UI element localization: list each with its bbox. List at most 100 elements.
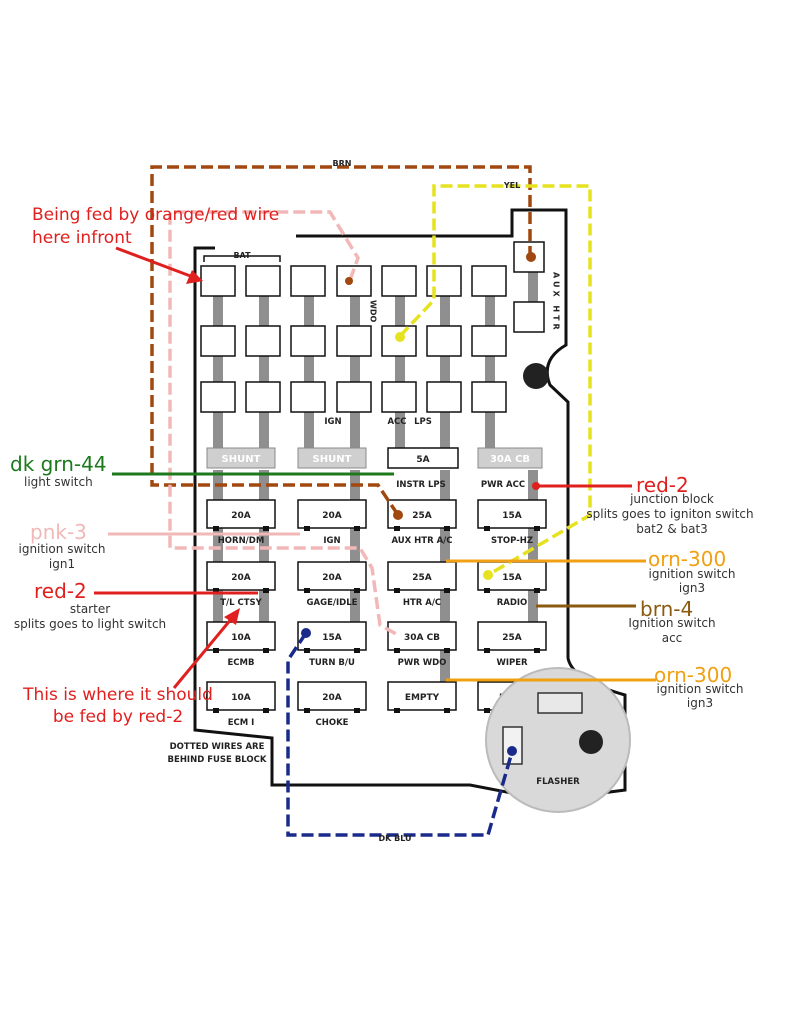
- flasher-knob: [579, 730, 603, 754]
- annotation-orn300-b-sub1: ignition switch: [656, 682, 744, 696]
- cb-30a-top: 30A CB: [490, 454, 530, 465]
- fuse-value: 15A: [322, 633, 342, 643]
- annotation-orn300-a-sub2: ign3: [678, 581, 706, 595]
- annotation-pnk-sub1: ignition switch: [18, 542, 106, 556]
- bat-label: BAT: [233, 251, 251, 260]
- fuse-value: 20A: [231, 511, 251, 521]
- flasher-slot: [537, 692, 583, 714]
- ign-top-label: IGN: [324, 417, 341, 427]
- wire-yel-dot-top: [395, 332, 405, 342]
- fuse-ecm-i: 10A ECM I: [206, 681, 276, 728]
- fuse-value: 25A: [412, 511, 432, 521]
- fuse-label: ECMB: [228, 658, 255, 668]
- wire-brn-label: BRN: [333, 159, 352, 168]
- wire-pnk-dot-top: [345, 277, 353, 285]
- fuse-value: 10A: [231, 633, 251, 643]
- shunt-row: [206, 447, 543, 469]
- annotation-orn300-a-sub1: ignition switch: [648, 567, 736, 581]
- fuse-value: 25A: [502, 633, 522, 643]
- fuse-value: 10A: [231, 693, 251, 703]
- dotted-note-2: BEHIND FUSE BLOCK: [168, 755, 267, 765]
- arrow-fed-orange: [115, 246, 194, 279]
- annotation-red2-left: red-2: [34, 579, 87, 603]
- fuse-label: STOP-HZ: [491, 536, 533, 546]
- wire-yel: [398, 184, 592, 577]
- fuse-label: GAGE/IDLE: [307, 598, 358, 608]
- annotation-brn4-sub1: Ignition switch: [628, 616, 716, 630]
- fuse-value: 20A: [322, 573, 342, 583]
- fuse-value: 25A: [412, 573, 432, 583]
- fuse-label: AUX HTR A/C: [391, 536, 452, 546]
- fuse-empty: EMPTY: [387, 681, 457, 713]
- flasher-terminal: [502, 726, 523, 765]
- annotation-orn300-a: orn-300: [648, 547, 727, 571]
- fuse-pwr-wdo: 30A CB PWR WDO: [387, 621, 457, 668]
- fuse-label: HORN/DM: [218, 536, 265, 546]
- fuse-label: T/L CTSY: [220, 598, 262, 608]
- wire-brn-dot-bottom: [393, 510, 403, 520]
- lps-label: LPS: [414, 417, 432, 427]
- fuse-label: TURN B/U: [309, 658, 355, 668]
- annotation-orn300-b-sub2: ign3: [686, 696, 714, 710]
- acc-label: ACC: [387, 417, 406, 427]
- wdo-label: WDO: [369, 300, 378, 322]
- fuse-ecmb: 10A ECMB: [206, 621, 276, 668]
- annotation-brn4-sub2: acc: [661, 631, 683, 645]
- fuse-5a: 5A: [416, 455, 429, 465]
- fuse-value: 20A: [231, 573, 251, 583]
- pwr-acc-label: PWR ACC: [481, 480, 525, 490]
- fuse-label: IGN: [323, 536, 340, 546]
- wire-yel-label: YEL: [503, 181, 520, 190]
- fuse-value: 20A: [322, 511, 342, 521]
- top-terminal-grid: [200, 241, 545, 413]
- shunt-1: SHUNT: [222, 454, 261, 465]
- wire-dkblu-dot-bottom: [507, 746, 517, 756]
- annotation-brn4: brn-4: [640, 597, 694, 621]
- fuse-label: RADIO: [497, 598, 528, 608]
- wire-dkblu: [286, 632, 514, 837]
- fuse-gage-idle: 20A GAGE/IDLE: [297, 561, 367, 608]
- fuse-horn-dm: 20A HORN/DM: [206, 499, 276, 546]
- annotation-red2-right-sub3: bat2 & bat3: [636, 522, 708, 536]
- wire-brn: [150, 165, 532, 516]
- fuse-ign: 20A IGN: [297, 499, 367, 546]
- arrow-should-fed-head: [224, 608, 240, 625]
- fuse-value: 15A: [502, 511, 522, 521]
- arrow-fed-orange-head: [186, 270, 203, 284]
- arrow-should-fed: [172, 617, 234, 689]
- wire-pnk: [168, 210, 399, 637]
- wire-yel-dot-bottom: [483, 570, 493, 580]
- annotation-pnk: pnk-3: [30, 520, 87, 544]
- annotation-should-fed-1: This is where it should: [23, 685, 213, 705]
- annotation-red2-left-sub1: starter: [69, 602, 111, 616]
- fuse-label: CHOKE: [316, 718, 349, 728]
- bat-bracket: [203, 255, 281, 262]
- fuse-choke: 20A CHOKE: [297, 681, 367, 728]
- flasher-disc: [485, 667, 631, 813]
- annotation-red2-right-sub1: junction block: [630, 492, 714, 506]
- fuse-value: EMPTY: [405, 693, 440, 703]
- fuse-aux-htr-a-c: 25A AUX HTR A/C: [387, 499, 457, 546]
- fuse-label: WIPER: [496, 658, 528, 668]
- annotation-fed-orange-1: Being fed by orange/red wire: [32, 205, 280, 225]
- fuse-htr-a-c: 25A HTR A/C: [387, 561, 457, 608]
- annotation-red2-left-sub2: splits goes to light switch: [13, 617, 167, 631]
- fuse-value: 20A: [322, 693, 342, 703]
- wire-brn-dot-top: [526, 252, 536, 262]
- fuse-label: PWR WDO: [398, 658, 447, 668]
- annotation-fed-orange-2: here infront: [32, 228, 132, 248]
- annotation-pnk-sub2: ign1: [48, 557, 76, 571]
- annotation-dk-grn-sub: light switch: [24, 475, 93, 489]
- dotted-note-1: DOTTED WIRES ARE: [170, 742, 265, 752]
- annotation-should-fed-2: be fed by red-2: [52, 707, 184, 727]
- wire-dkblu-dot-top: [301, 628, 311, 638]
- aux-htr-label: AUX HTR: [552, 272, 561, 333]
- fuse-value: 30A CB: [404, 633, 440, 643]
- annotation-orn300-b: orn-300: [654, 663, 733, 687]
- fuse-value: 15A: [502, 573, 522, 583]
- annotation-red2-right: red-2: [636, 473, 689, 497]
- fuse-label: HTR A/C: [403, 598, 441, 608]
- fuse-label: ECM I: [228, 718, 255, 728]
- annotation-red2-right-sub2: splits goes to igniton switch: [586, 507, 754, 521]
